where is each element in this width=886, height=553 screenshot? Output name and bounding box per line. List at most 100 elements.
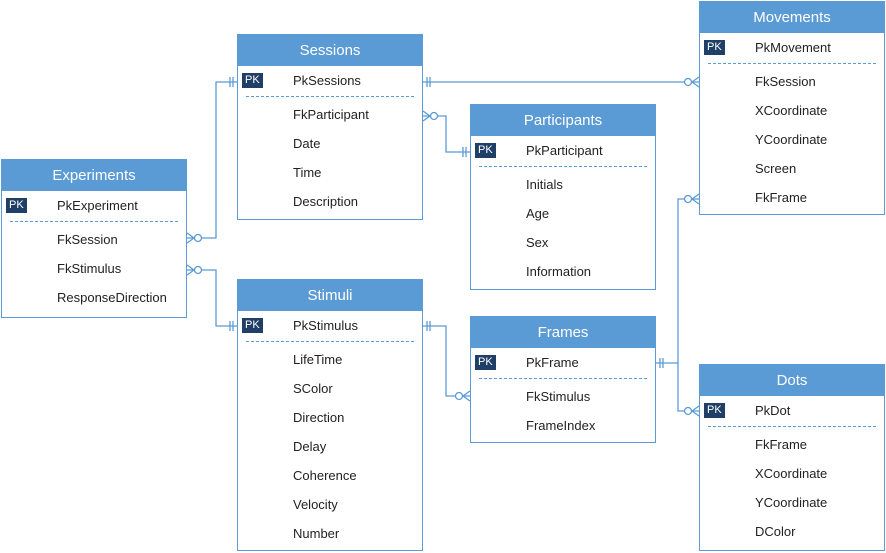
entity-title: Movements [700,2,884,33]
field-delay: Delay [293,439,327,454]
pk-row-pkdot[interactable]: PK PkDot [700,396,884,425]
field-row-fkstimulus[interactable]: FkStimulus [471,382,655,411]
field-row-ycoordinate[interactable]: YCoordinate [700,488,884,517]
pk-divider [708,426,876,427]
connector-experiments-stimuli [187,269,237,327]
field-direction: Direction [293,410,345,425]
field-scolor: SColor [293,381,333,396]
field-row-coherence[interactable]: Coherence [238,461,422,490]
field-pkmovement: PkMovement [755,40,831,55]
field-row-fkframe[interactable]: FkFrame [700,183,884,212]
field-row-number[interactable]: Number [238,519,422,548]
entity-experiments[interactable]: Experiments PK PkExperiment FkSession Fk… [1,159,187,318]
field-fkstimulus: FkStimulus [57,261,122,276]
field-ycoordinate: YCoordinate [755,495,828,510]
field-row-xcoordinate[interactable]: XCoordinate [700,459,884,488]
field-description: Description [293,194,359,209]
field-time: Time [293,165,322,180]
pk-key-icon: PK [704,403,725,418]
field-row-description[interactable]: Description [238,187,422,216]
field-xcoordinate: XCoordinate [755,103,828,118]
field-sex: Sex [526,235,549,250]
entity-frames[interactable]: Frames PK PkFrame FkStimulus FrameIndex [470,316,656,443]
field-information: Information [526,264,592,279]
field-row-screen[interactable]: Screen [700,154,884,183]
field-xcoordinate: XCoordinate [755,466,828,481]
entity-title: Sessions [238,35,422,66]
field-row-information[interactable]: Information [471,257,655,286]
entity-dots[interactable]: Dots PK PkDot FkFrame XCoordinate YCoord… [699,364,885,551]
pk-key-icon: PK [475,355,496,370]
field-row-lifetime[interactable]: LifeTime [238,345,422,374]
pk-row-pkstimulus[interactable]: PK PkStimulus [238,311,422,340]
one-marker [229,77,234,87]
entity-sessions[interactable]: Sessions PK PkSessions FkParticipant Dat… [237,34,423,220]
pk-key-icon: PK [6,198,27,213]
pk-row-pkmovement[interactable]: PK PkMovement [700,33,884,62]
field-pkframe: PkFrame [526,355,579,370]
field-row-initials[interactable]: Initials [471,170,655,199]
connector-sessions-participants [423,115,470,153]
entity-title: Participants [471,105,655,136]
entity-participants[interactable]: Participants PK PkParticipant Initials A… [470,104,656,290]
one-marker [462,147,467,157]
many-marker [683,405,700,417]
field-row-fksession[interactable]: FkSession [2,225,186,254]
field-row-date[interactable]: Date [238,129,422,158]
field-row-velocity[interactable]: Velocity [238,490,422,519]
field-row-dcolor[interactable]: DColor [700,517,884,546]
pk-divider [479,378,647,379]
entity-title: Experiments [2,160,186,191]
field-age: Age [526,206,550,221]
pk-divider [246,341,414,342]
field-row-frameindex[interactable]: FrameIndex [471,411,655,440]
pk-row-pkframe[interactable]: PK PkFrame [471,348,655,377]
field-pksessions: PkSessions [293,73,361,88]
one-marker [426,321,431,331]
field-fksession: FkSession [755,74,816,89]
pk-row-pkexperiment[interactable]: PK PkExperiment [2,191,186,220]
field-row-scolor[interactable]: SColor [238,374,422,403]
one-marker [659,358,664,368]
pk-divider [10,221,178,222]
many-marker [422,110,439,122]
pk-key-icon: PK [242,318,263,333]
field-initials: Initials [526,177,563,192]
pk-key-icon: PK [242,73,263,88]
pk-divider [246,96,414,97]
field-number: Number [293,526,340,541]
field-ycoordinate: YCoordinate [755,132,828,147]
field-dcolor: DColor [755,524,796,539]
entity-movements[interactable]: Movements PK PkMovement FkSession XCoord… [699,1,885,215]
many-marker [683,193,700,205]
field-date: Date [293,136,321,151]
connector-experiments-sessions [187,81,237,239]
pk-row-pksessions[interactable]: PK PkSessions [238,66,422,95]
field-row-fksession[interactable]: FkSession [700,67,884,96]
field-fkframe: FkFrame [755,190,807,205]
many-marker [186,264,203,276]
field-row-direction[interactable]: Direction [238,403,422,432]
field-lifetime: LifeTime [293,352,343,367]
field-frameindex: FrameIndex [526,418,596,433]
pk-row-pkparticipant[interactable]: PK PkParticipant [471,136,655,165]
field-row-fkparticipant[interactable]: FkParticipant [238,100,422,129]
entity-title: Dots [700,365,884,396]
field-row-responsedirection[interactable]: ResponseDirection [2,283,186,312]
field-row-age[interactable]: Age [471,199,655,228]
field-row-fkstimulus[interactable]: FkStimulus [2,254,186,283]
many-marker [186,232,203,244]
field-pkparticipant: PkParticipant [526,143,603,158]
field-screen: Screen [755,161,797,176]
field-velocity: Velocity [293,497,338,512]
pk-divider [708,63,876,64]
field-fkframe: FkFrame [755,437,807,452]
entity-stimuli[interactable]: Stimuli PK PkStimulus LifeTime SColor Di… [237,279,423,551]
connector-stimuli-frames [423,325,470,397]
field-row-delay[interactable]: Delay [238,432,422,461]
field-row-sex[interactable]: Sex [471,228,655,257]
field-row-xcoordinate[interactable]: XCoordinate [700,96,884,125]
field-row-fkframe[interactable]: FkFrame [700,430,884,459]
field-row-time[interactable]: Time [238,158,422,187]
field-row-ycoordinate[interactable]: YCoordinate [700,125,884,154]
